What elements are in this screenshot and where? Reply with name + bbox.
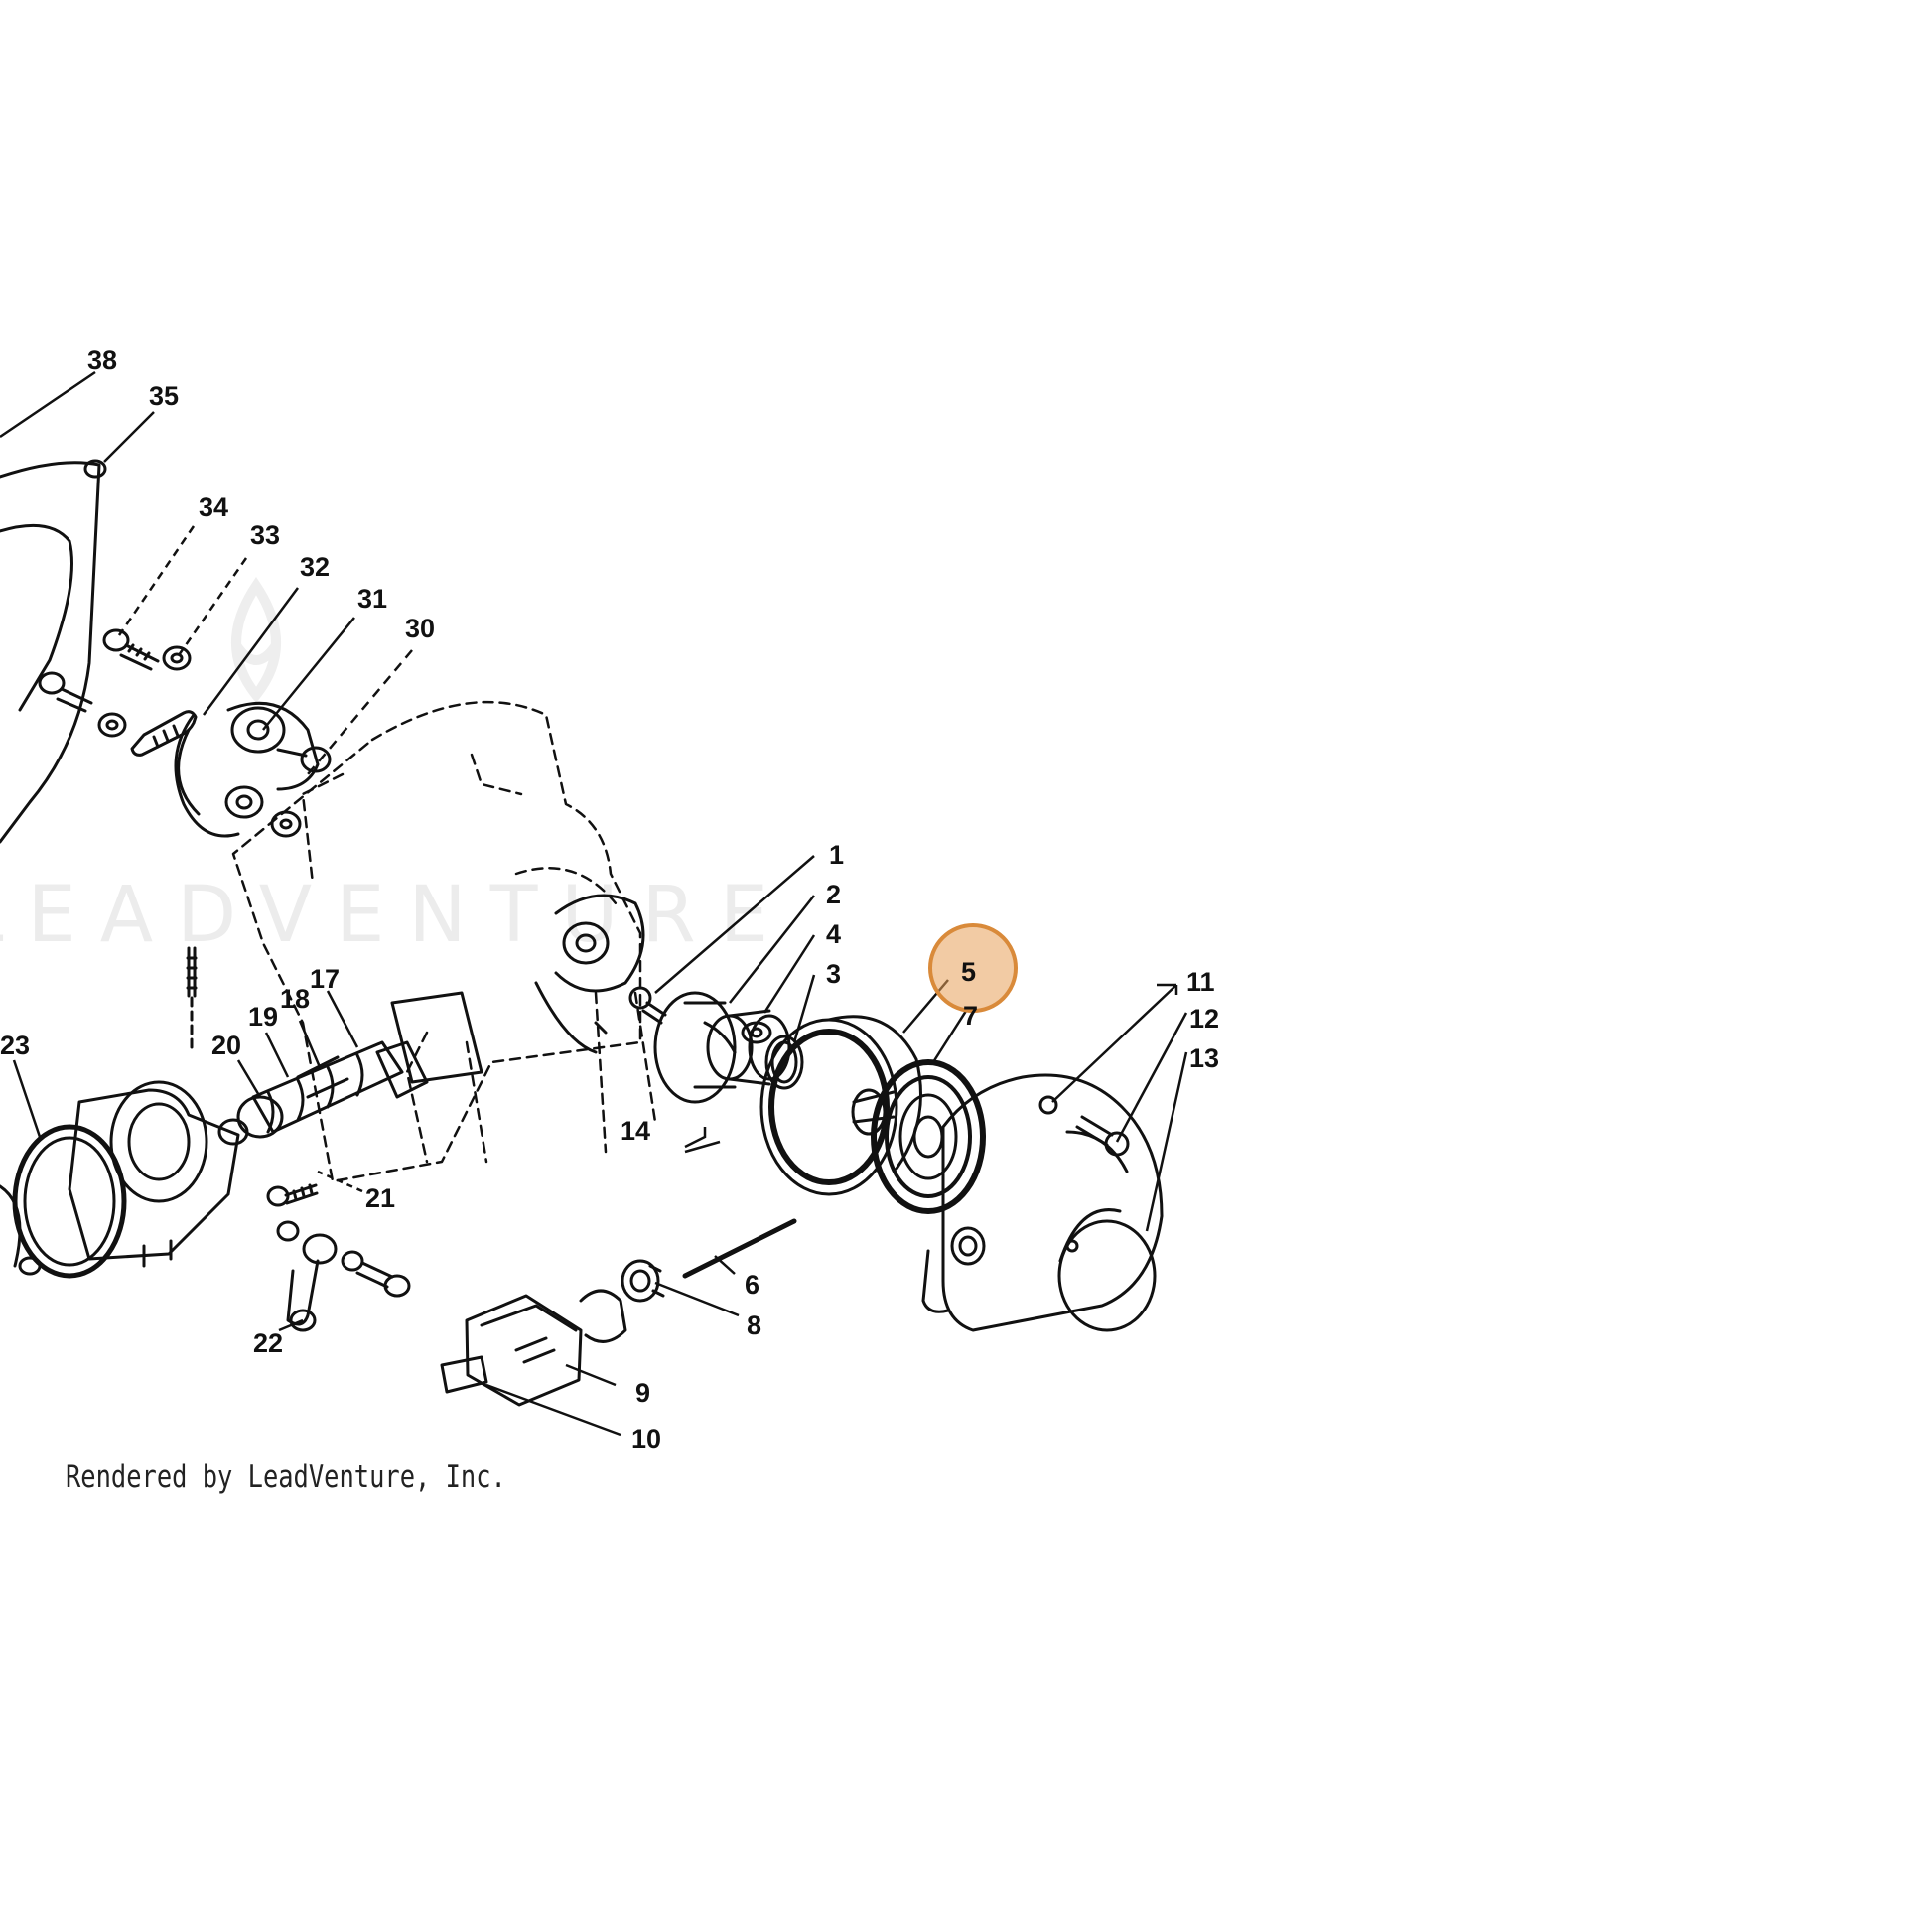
credit-text: Rendered by LeadVenture, Inc. <box>66 1459 506 1495</box>
callout-31[interactable]: 31 <box>357 584 387 614</box>
callout-1[interactable]: 1 <box>829 840 844 870</box>
bolt-34 <box>102 628 160 671</box>
callout-4[interactable]: 4 <box>826 919 841 949</box>
clutch-shoe <box>174 701 332 838</box>
watermark-text: LEADVENTURE <box>0 871 792 960</box>
callout-17[interactable]: 17 <box>310 964 340 994</box>
starter-handle-9 <box>465 1289 627 1407</box>
crankcase-detail <box>390 894 645 1084</box>
callout-11[interactable]: 11 <box>1186 967 1215 997</box>
callout-21[interactable]: 21 <box>365 1183 395 1213</box>
callout-3[interactable]: 3 <box>826 959 841 989</box>
callout-19[interactable]: 19 <box>248 1002 278 1032</box>
fitting-22 <box>276 1220 411 1332</box>
callout-10[interactable]: 10 <box>631 1424 661 1453</box>
washer-30 <box>270 810 302 838</box>
carburetor <box>68 1080 249 1268</box>
handle-grip-10 <box>440 1355 488 1394</box>
callout-14[interactable]: 14 <box>621 1116 650 1146</box>
rope-guide-8 <box>621 1259 665 1303</box>
bolt-21 <box>266 1183 319 1207</box>
callout-22[interactable]: 22 <box>253 1328 283 1358</box>
callout-38[interactable]: 38 <box>87 345 117 375</box>
crankcase-cover <box>0 459 107 844</box>
reel-5 <box>759 1015 922 1196</box>
callout-18[interactable]: 18 <box>280 984 310 1014</box>
bolt-1 <box>628 986 667 1025</box>
callout-32[interactable]: 32 <box>300 552 330 582</box>
pulley-plate-14 <box>653 991 737 1104</box>
bolt-34-lower <box>38 671 93 713</box>
callout-7[interactable]: 7 <box>963 1001 978 1031</box>
callout-9[interactable]: 9 <box>635 1378 650 1408</box>
rope-6 <box>682 1218 797 1279</box>
callout-2[interactable]: 2 <box>826 880 841 909</box>
spring-7 <box>871 1059 986 1214</box>
callout-35[interactable]: 35 <box>149 381 179 411</box>
crankcase-phantom <box>231 700 657 1183</box>
bolt-12 <box>1038 1095 1130 1157</box>
callout-5[interactable]: 5 <box>961 957 976 987</box>
callout-13[interactable]: 13 <box>1189 1043 1219 1073</box>
washer-4 <box>741 1021 772 1044</box>
starter-case <box>921 1073 1164 1332</box>
callout-33[interactable]: 33 <box>250 520 280 550</box>
callout-labels: 38 35 34 33 32 31 30 1 2 4 3 5 7 11 12 1… <box>0 345 1219 1453</box>
cylinder-assembly <box>236 1040 429 1139</box>
carb-needle <box>186 946 198 1054</box>
callout-20[interactable]: 20 <box>211 1031 241 1060</box>
leader-lines <box>0 370 1188 1437</box>
gasket-23 <box>0 1124 127 1279</box>
callout-23[interactable]: 23 <box>0 1031 30 1060</box>
callout-6[interactable]: 6 <box>745 1270 759 1300</box>
callout-8[interactable]: 8 <box>747 1311 761 1340</box>
callout-30[interactable]: 30 <box>405 614 435 643</box>
callout-12[interactable]: 12 <box>1189 1004 1219 1034</box>
watermark-logo <box>231 576 281 704</box>
washer-33 <box>97 645 192 738</box>
highlight-marker[interactable] <box>928 923 1018 1013</box>
callout-34[interactable]: 34 <box>199 492 228 522</box>
